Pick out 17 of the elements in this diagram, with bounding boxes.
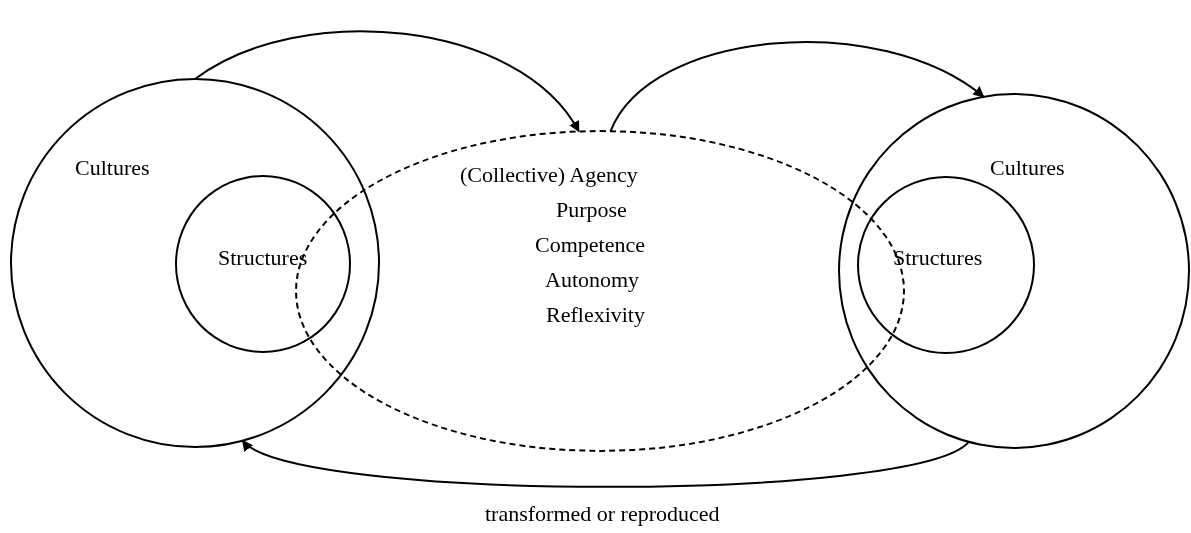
node-label: (Collective) Agency	[460, 161, 638, 189]
node-label: Structures	[893, 244, 983, 272]
node-label: Cultures	[75, 154, 150, 182]
node-label: Competence	[535, 231, 645, 259]
node-label: Reflexivity	[546, 301, 645, 329]
circle-node	[838, 93, 1190, 449]
node-label: Autonomy	[545, 266, 640, 294]
curved-arrow	[609, 41, 985, 133]
node-label: Structures	[218, 244, 308, 272]
curved-arrow	[241, 439, 970, 488]
circle-node	[857, 176, 1035, 354]
curved-arrow	[194, 30, 580, 133]
circle-node	[175, 175, 351, 353]
node-label: Purpose	[556, 196, 627, 224]
node-label: Cultures	[990, 154, 1065, 182]
circle-node	[10, 78, 380, 448]
caption-text: transformed or reproduced	[485, 500, 720, 528]
